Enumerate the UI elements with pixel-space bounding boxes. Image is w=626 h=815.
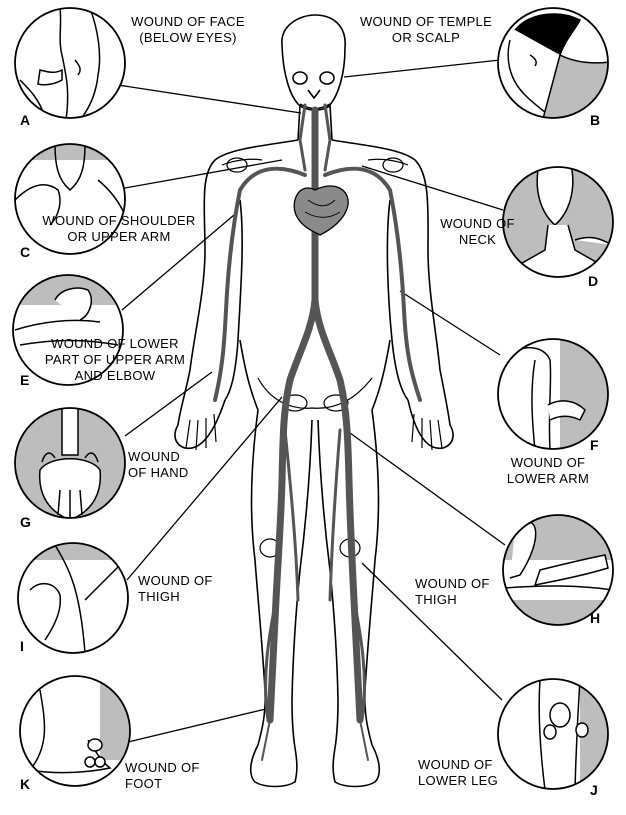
inset-k-foot [19, 675, 131, 787]
label-line: LOWER ARM [506, 471, 590, 486]
label-wound-of-foot: WOUND OF FOOT [125, 760, 225, 792]
label-wound-of-shoulder: WOUND OF SHOULDER OR UPPER ARM [28, 213, 210, 245]
blood-vessels [213, 103, 422, 761]
label-line: WOUND OF FACE [131, 14, 245, 29]
inset-f-lower-arm [497, 338, 609, 450]
label-wound-of-lower-upper-arm: WOUND OF LOWER PART OF UPPER ARM AND ELB… [30, 336, 200, 384]
label-line: OR UPPER ARM [67, 229, 171, 244]
label-line: WOUND OF [415, 576, 490, 591]
human-figure [174, 14, 454, 788]
inset-a-face [14, 7, 126, 119]
label-wound-of-lower-leg: WOUND OF LOWER LEG [418, 757, 518, 789]
label-line: WOUND OF [125, 760, 200, 775]
label-line: AND ELBOW [74, 368, 156, 383]
label-wound-of-face: WOUND OF FACE (BELOW EYES) [108, 14, 268, 46]
label-line: WOUND [128, 449, 181, 464]
label-line: WOUND OF SHOULDER [42, 213, 196, 228]
label-line: WOUND OF TEMPLE [359, 14, 493, 29]
letter-d: D [588, 273, 599, 289]
inset-e-elbow [12, 274, 124, 386]
inset-g-hand [14, 407, 126, 519]
letter-g: G [20, 514, 31, 530]
label-line: (BELOW EYES) [139, 30, 237, 45]
label-line: FOOT [125, 776, 163, 791]
inset-i-thigh [17, 542, 129, 654]
label-line: OF HAND [128, 465, 189, 480]
letter-i: I [20, 638, 24, 654]
letter-b: B [590, 112, 601, 128]
letter-j: J [590, 782, 598, 798]
inset-h-thigh [502, 514, 614, 626]
label-wound-of-hand: WOUND OF HAND [128, 449, 228, 481]
label-wound-of-temple: WOUND OF TEMPLE OR SCALP [348, 14, 504, 46]
label-wound-of-thigh-right: WOUND OF THIGH [415, 576, 515, 608]
label-line: PART OF UPPER ARM [44, 352, 186, 367]
letter-f: F [590, 437, 599, 453]
label-line: NECK [458, 232, 497, 247]
letter-e: E [20, 372, 30, 388]
label-wound-of-thigh-left: WOUND OF THIGH [138, 573, 238, 605]
label-line: LOWER LEG [418, 773, 498, 788]
label-line: WOUND OF [418, 757, 493, 772]
label-line: WOUND OF LOWER [51, 336, 179, 351]
label-line: WOUND OF [440, 216, 515, 231]
label-line: THIGH [415, 592, 457, 607]
letter-k: K [20, 776, 31, 792]
letter-a: A [20, 112, 31, 128]
label-line: WOUND OF [510, 455, 586, 470]
label-line: THIGH [138, 589, 180, 604]
letter-c: C [20, 244, 31, 260]
label-line: WOUND OF [138, 573, 213, 588]
label-wound-of-lower-arm: WOUND OF LOWER ARM [493, 455, 603, 487]
label-line: OR SCALP [391, 30, 461, 45]
label-wound-of-neck: WOUND OF NECK [430, 216, 525, 248]
heart-icon [293, 185, 349, 236]
letter-h: H [590, 610, 601, 626]
